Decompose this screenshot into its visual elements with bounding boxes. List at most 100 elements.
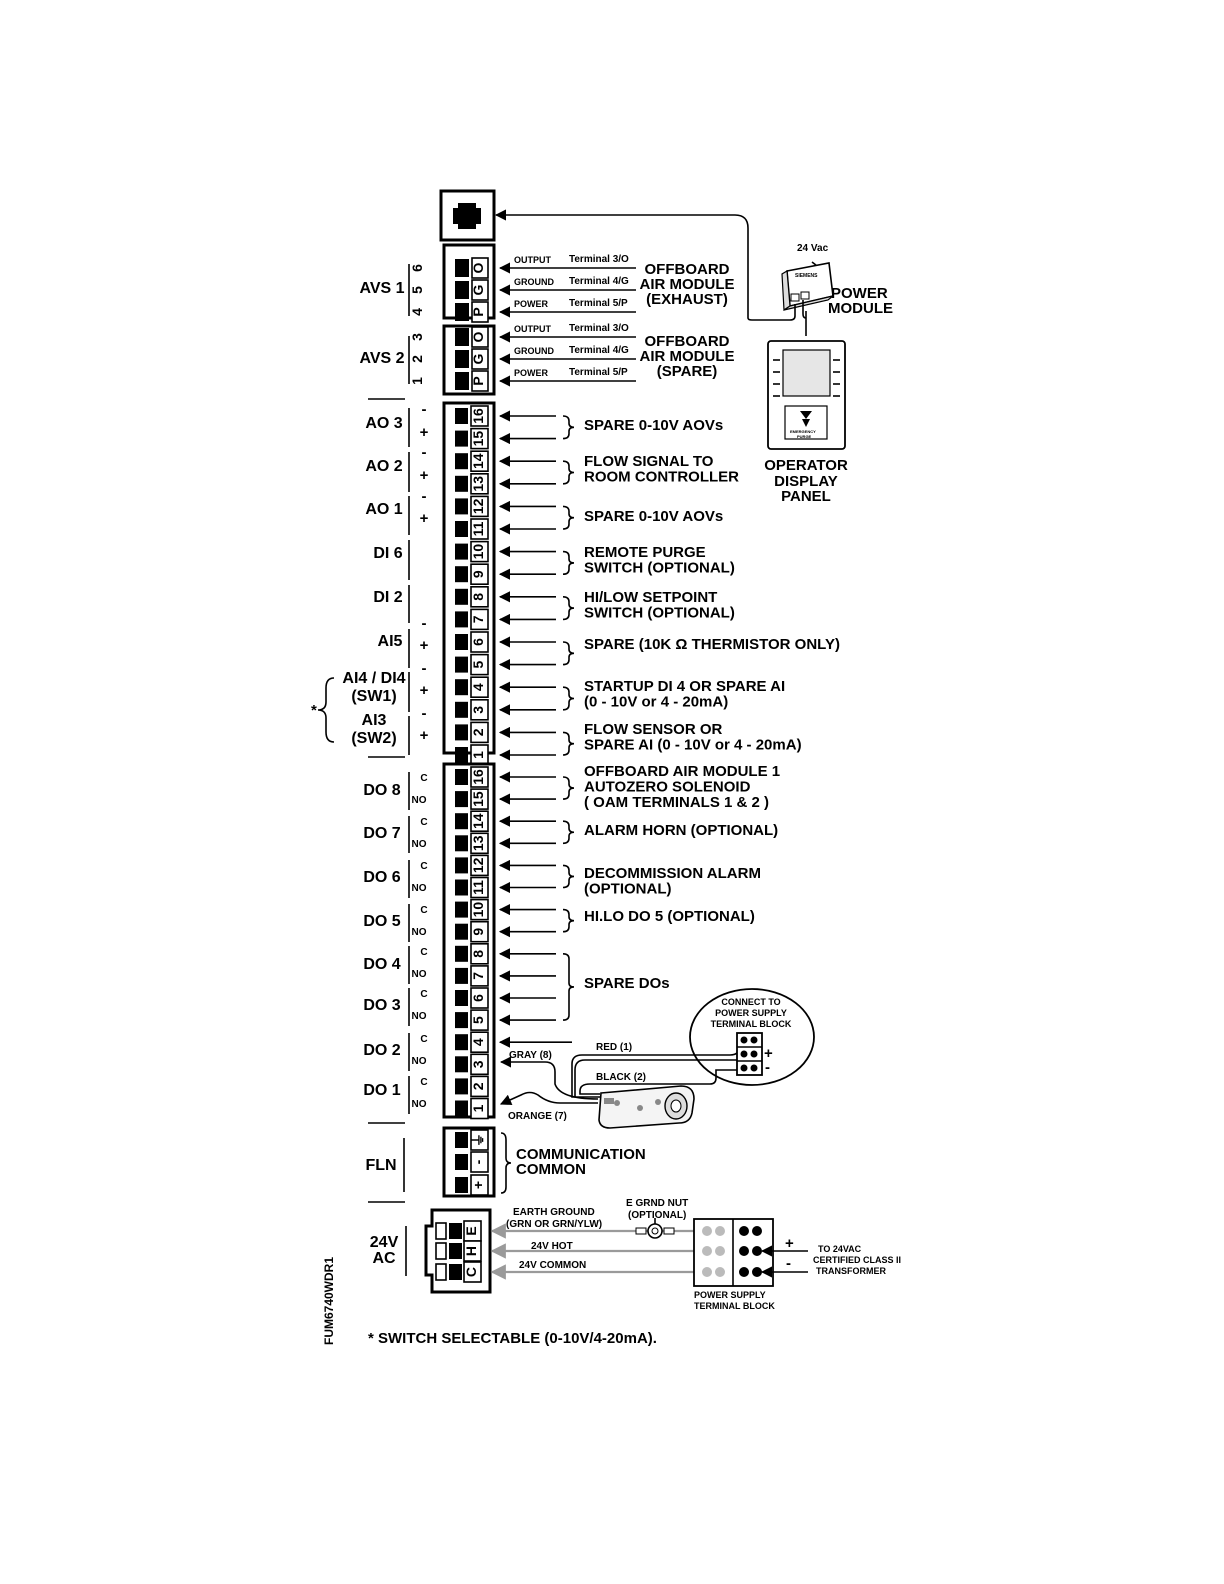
- connect-minus: -: [765, 1059, 770, 1076]
- fln-terminal: ⏚: [455, 1129, 489, 1151]
- do-terminal: 9: [455, 920, 489, 943]
- earth-ground-label-2: (GRN OR GRN/YLW): [506, 1219, 602, 1230]
- wire-gray-label: GRAY (8): [509, 1050, 552, 1061]
- wire-orange-label: ORANGE (7): [508, 1111, 567, 1122]
- switch-marker: *: [311, 702, 317, 719]
- avs-pin-number: 6: [409, 264, 425, 272]
- avs-terminal: G: [455, 279, 489, 301]
- analog-description: STARTUP DI 4 OR SPARE AI: [584, 678, 785, 695]
- do-mark: NO: [412, 1099, 427, 1110]
- polarity-mark: +: [420, 510, 429, 527]
- do-terminal-number: 1: [470, 1104, 486, 1112]
- ac-terminal: E: [435, 1220, 482, 1242]
- operator-display-panel: EMERGENCY PURGE OPERATOR DISPLAY PANEL: [764, 340, 848, 505]
- do-terminal-number: 11: [470, 880, 486, 895]
- do-terminal: 6: [455, 987, 489, 1009]
- connect-plus: +: [764, 1045, 773, 1062]
- analog-terminal: 13: [455, 472, 489, 495]
- analog-description: SPARE (10K Ω THERMISTOR ONLY): [584, 636, 840, 653]
- avs-pin-number: 5: [409, 286, 425, 294]
- do-description: SPARE DOs: [584, 975, 670, 992]
- polarity-mark: -: [422, 444, 427, 461]
- avs-wire-name: POWER: [514, 368, 549, 378]
- avs-terminal-letter: O: [470, 331, 486, 342]
- earth-ground-label-1: EARTH GROUND: [513, 1207, 595, 1218]
- fln-terminal-mark: +: [470, 1181, 486, 1189]
- avs-wire-name: POWER: [514, 299, 549, 309]
- avs-pin-number: 2: [409, 355, 425, 363]
- avs-wire-name: GROUND: [514, 277, 554, 287]
- polarity-mark: +: [420, 727, 429, 744]
- ac-minus: -: [786, 1255, 791, 1272]
- do-terminal: 10: [455, 898, 489, 921]
- actuator-wiring: GRAY (8) RED (1) BLACK (2) ORANGE (7) CO…: [499, 988, 815, 1129]
- channel-label: DO 1: [363, 1082, 400, 1099]
- channel-label: AO 1: [365, 501, 402, 518]
- do-terminal-number: 14: [470, 813, 486, 829]
- network-jack: [439, 189, 749, 318]
- avs-wire-terminal: Terminal 3/O: [569, 254, 629, 265]
- avs-terminal: G: [455, 348, 489, 370]
- do-description: ALARM HORN (OPTIONAL): [584, 822, 778, 839]
- channel-label: DO 6: [363, 869, 400, 886]
- ac-power-wiring: EARTH GROUND (GRN OR GRN/YLW) E GRND NUT…: [405, 1198, 901, 1311]
- channel-label: AI5: [378, 633, 403, 650]
- operator-label-3: PANEL: [781, 488, 831, 505]
- do-terminal: 5: [455, 1009, 489, 1031]
- analog-terminal-number: 11: [470, 521, 486, 536]
- do-mark: C: [420, 1034, 427, 1045]
- avs-wire-terminal: Terminal 4/G: [569, 276, 629, 287]
- do-description: ( OAM TERMINALS 1 & 2 ): [584, 794, 769, 811]
- offboard-label: AIR MODULE: [640, 348, 735, 365]
- transformer-label-2: CERTIFIED CLASS II: [813, 1255, 901, 1265]
- avs-terminal-letter: P: [470, 376, 486, 385]
- do-terminal-number: 8: [470, 950, 486, 958]
- polarity-mark: -: [422, 401, 427, 418]
- do-terminal-number: 5: [470, 1016, 486, 1024]
- do-mark: C: [420, 1077, 427, 1088]
- analog-terminal: 4: [455, 676, 489, 699]
- do-mark: NO: [412, 927, 427, 938]
- analog-terminal-number: 2: [470, 728, 486, 736]
- avs-terminal: O: [455, 257, 489, 279]
- analog-terminal-number: 8: [470, 593, 486, 601]
- do-terminal: 13: [455, 832, 489, 855]
- polarity-mark: +: [420, 637, 429, 654]
- analog-description: SPARE 0-10V AOVs: [584, 508, 723, 525]
- fln-desc-2: COMMON: [516, 1161, 586, 1178]
- polarity-mark: +: [420, 467, 429, 484]
- analog-terminal-number: 6: [470, 638, 486, 646]
- offboard-label: OFFBOARD: [645, 333, 730, 350]
- channel-label: DO 8: [363, 782, 400, 799]
- channel-label: AI3: [362, 712, 387, 729]
- analog-description: ROOM CONTROLLER: [584, 469, 739, 486]
- do-description: (OPTIONAL): [584, 881, 672, 898]
- do-terminal-number: 9: [470, 928, 486, 936]
- do-terminal: 8: [455, 942, 489, 965]
- power-module-voltage: 24 Vac: [797, 243, 829, 254]
- wire-red-label: RED (1): [596, 1042, 632, 1053]
- analog-description: HI/LOW SETPOINT: [584, 589, 717, 606]
- channel-label: DO 4: [363, 956, 400, 973]
- analog-terminal: 12: [455, 495, 489, 518]
- analog-terminal: 5: [455, 653, 489, 676]
- analog-terminal: 6: [455, 631, 489, 653]
- ac-plus: +: [785, 1235, 794, 1252]
- ac-terminal-letter: E: [463, 1226, 479, 1235]
- channel-label: (SW2): [351, 730, 396, 747]
- do-mark: NO: [412, 883, 427, 894]
- transformer-label-3: TRANSFORMER: [816, 1266, 886, 1276]
- do-terminal: 2: [455, 1075, 489, 1098]
- analog-terminal-number: 9: [470, 570, 486, 578]
- ac-terminal-letter: H: [463, 1246, 479, 1256]
- channel-label: DO 7: [363, 825, 400, 842]
- avs-pin-number: 4: [409, 308, 425, 316]
- channel-label: DI 6: [373, 545, 402, 562]
- analog-description: SWITCH (OPTIONAL): [584, 605, 735, 622]
- channel-label: DO 3: [363, 997, 400, 1014]
- avs-terminal-letter: G: [470, 353, 486, 364]
- ac-terminal: C: [435, 1261, 482, 1283]
- analog-terminal: 16: [455, 405, 489, 427]
